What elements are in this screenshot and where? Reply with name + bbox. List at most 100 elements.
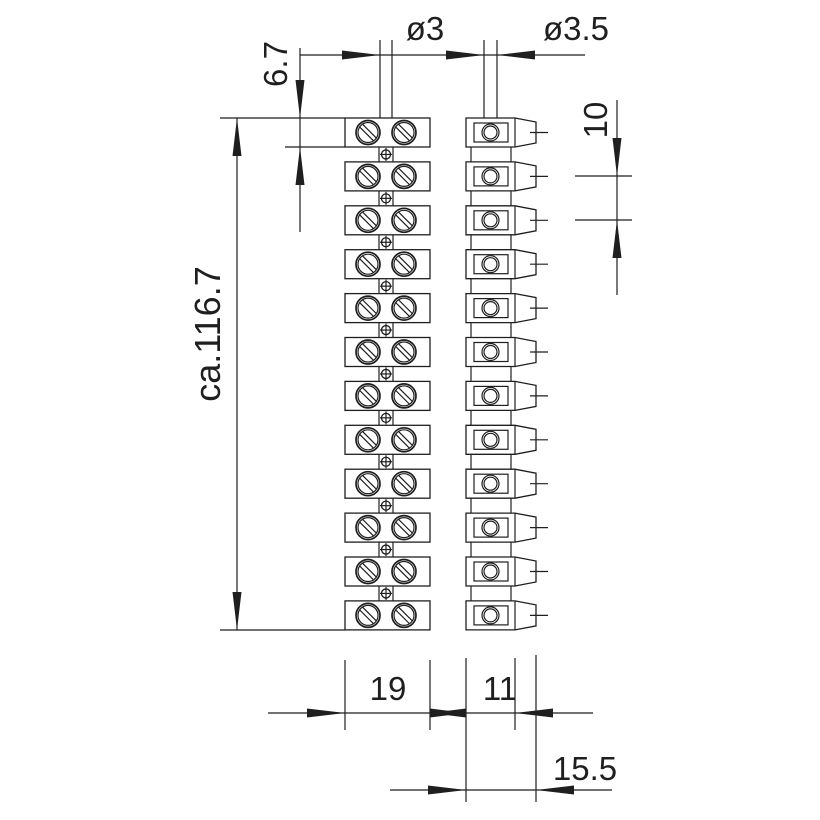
screw-slot-line (395, 214, 411, 230)
screw-slot-line (397, 299, 413, 315)
screw-head (391, 163, 417, 190)
screw-slot-line (359, 345, 375, 361)
front-terminal-unit (344, 424, 431, 455)
screw-slot-line (397, 474, 413, 490)
clamp-sleeve (473, 605, 509, 626)
screw-slot-line (359, 170, 375, 186)
arrowhead (446, 50, 484, 60)
screw-head-rim (355, 251, 381, 278)
clamp-sleeve (473, 429, 509, 450)
screw-slot-line (397, 343, 413, 359)
terminal-housing (465, 556, 537, 587)
arrowhead (295, 80, 305, 118)
terminal-housing (465, 512, 537, 543)
side-terminal-unit (465, 424, 548, 455)
screw-slot-line (395, 302, 411, 318)
arrowhead (497, 50, 535, 60)
arrowhead (515, 708, 553, 718)
screw-slot-line (397, 211, 413, 227)
label-top-offset: 6.7 (257, 41, 294, 87)
connecting-web (378, 366, 394, 382)
screw-head (355, 383, 381, 409)
front-terminal-unit (344, 292, 431, 324)
wire-entry-rim (481, 123, 500, 142)
screw-head (355, 514, 381, 541)
side-terminal-unit (465, 205, 548, 236)
front-terminal-unit (344, 117, 431, 148)
connecting-web (378, 147, 394, 162)
clamp-sleeve (473, 254, 509, 275)
terminal-housing (465, 292, 537, 324)
screw-head-rim (391, 119, 417, 146)
terminal-housing (465, 600, 537, 631)
connecting-web (378, 410, 394, 426)
wire-entry-rim (481, 342, 500, 362)
screw-slot-line (359, 258, 375, 274)
clamp-sleeve (473, 385, 509, 406)
screw-head-rim (355, 426, 381, 453)
wire-entry-hole (483, 608, 498, 623)
wire-entry-rim (481, 211, 500, 230)
screw-slot-line (361, 299, 377, 315)
screw-slot-line (359, 565, 375, 581)
screw-slot-line (361, 255, 377, 271)
side-terminal-unit (465, 556, 548, 587)
side-terminal-unit (465, 380, 548, 412)
screw-slot-line (359, 214, 375, 230)
screw-slot-line (395, 170, 411, 186)
wire-entry-hole (483, 432, 498, 447)
screw-slot-line (395, 389, 411, 405)
screw-head-face (393, 341, 415, 363)
side-terminal-unit (465, 600, 548, 631)
wire-entry-hole (483, 301, 498, 316)
wire-entry-hole (483, 169, 498, 184)
front-terminal-unit (344, 468, 431, 499)
connecting-web (378, 234, 394, 250)
side-connecting-web (470, 366, 512, 382)
terminal-housing (465, 205, 537, 236)
screw-head (355, 295, 381, 321)
screw-head (391, 295, 417, 321)
screw-head-rim (391, 514, 417, 541)
screw-head (391, 426, 417, 453)
clamp-sleeve (473, 298, 509, 319)
screw-slot-line (359, 609, 375, 625)
label-side-width: 11 (483, 670, 517, 707)
front-terminal-unit (344, 249, 431, 280)
screw-head-face (393, 165, 415, 187)
screw-slot-line (359, 302, 375, 318)
wire-entry-rim (481, 518, 500, 537)
side-connecting-web (470, 410, 512, 426)
clamp-sleeve (473, 122, 509, 143)
wire-entry-rim (481, 430, 500, 449)
screw-head-face (393, 473, 415, 495)
screw-head-face (357, 473, 379, 495)
width-dimensions: 19 11 15.5 (268, 655, 617, 802)
wire-entry-rim (481, 474, 500, 493)
clamp-sleeve (473, 561, 509, 582)
terminal-housing (465, 249, 537, 280)
screw-slot-line (359, 521, 375, 537)
screw-head-face (357, 429, 379, 451)
clamp-sleeve (473, 166, 509, 187)
screw-head (355, 119, 381, 146)
label-front-width: 19 (370, 670, 407, 707)
terminal-housing (465, 468, 537, 499)
label-pitch: 10 (577, 102, 614, 139)
front-terminal-unit (344, 512, 431, 543)
screw-slot-line (397, 167, 413, 183)
screw-head-face (393, 560, 415, 583)
front-terminal-unit (344, 600, 431, 631)
screw-head (355, 602, 381, 629)
screw-slot-line (397, 562, 413, 578)
screw-slot-line (359, 433, 375, 449)
screw-head-rim (355, 514, 381, 541)
overall-length-dimension: ca.116.7 (187, 117, 345, 631)
screw-head-rim (355, 558, 381, 585)
screw-head (391, 602, 417, 629)
front-terminal-unit (344, 556, 431, 587)
front-terminal-unit (344, 336, 431, 368)
screw-slot-line (395, 258, 411, 274)
screw-head (391, 383, 417, 409)
